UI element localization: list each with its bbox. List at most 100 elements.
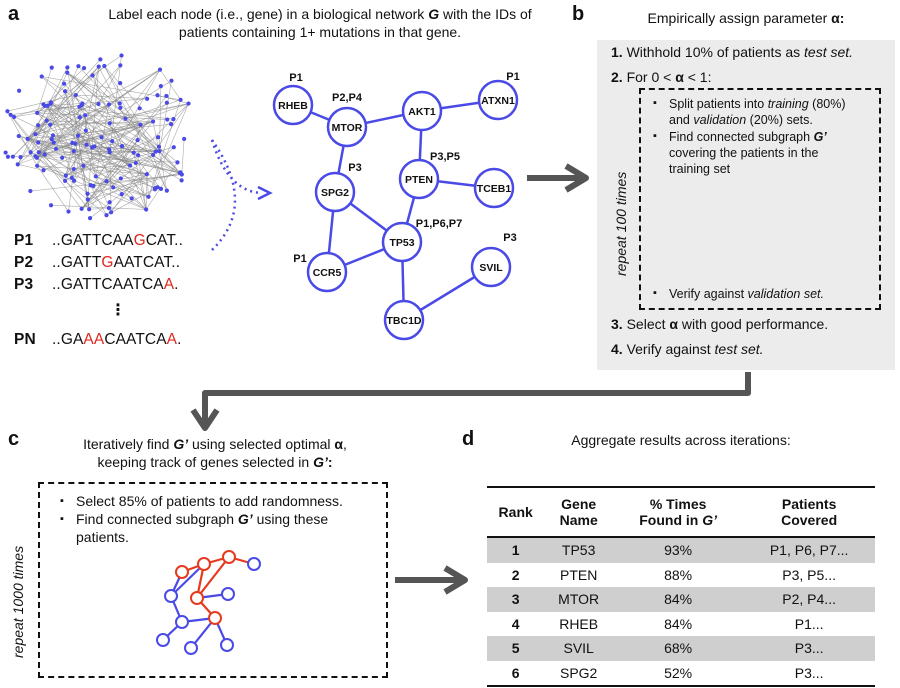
hairball-node (80, 101, 85, 106)
panel-a-caption: Label each node (i.e., gene) in a biolog… (108, 6, 532, 40)
hairball-edge (27, 138, 136, 164)
hairball-node (85, 197, 90, 202)
hairball-node (65, 70, 70, 75)
subgraph-edge (196, 556, 230, 599)
subgraph-node (222, 550, 236, 564)
hairball-node (179, 178, 184, 183)
hairball-edge (38, 121, 154, 126)
hairball-edge (109, 151, 162, 190)
hairball-edge (12, 66, 99, 157)
hairball-edge (67, 72, 160, 152)
hairball-edge (85, 114, 154, 156)
hairball-node (48, 122, 53, 127)
hairball-node (41, 168, 46, 173)
hairball-node (88, 182, 93, 188)
hairball-edge (72, 106, 80, 143)
hairball-edge (65, 124, 141, 176)
hairball-node (106, 102, 112, 107)
hairball-node (155, 135, 161, 140)
hairball-edge (10, 104, 82, 116)
hairball-node (60, 155, 65, 160)
hairball-node (102, 63, 107, 69)
subgraph-edge (170, 563, 205, 597)
hairball-node (75, 133, 81, 138)
step-3: 3. Select α with good performance. (611, 316, 829, 332)
hairball-edge (30, 66, 99, 153)
hairball-node (186, 101, 191, 106)
hairball-edge (35, 155, 178, 163)
hairball-node (49, 136, 54, 142)
hairball-node (42, 152, 47, 157)
dotted-arrow-head (257, 185, 273, 201)
hairball-node (164, 100, 169, 105)
hairball-node (104, 213, 109, 218)
hairball-edge (35, 103, 189, 135)
hairball-node (123, 116, 128, 121)
hairball-edge (36, 67, 53, 113)
arrow-b-to-c-head (190, 408, 220, 431)
hairball-node (158, 186, 164, 191)
repeat-1000-label: repeat 1000 times (10, 545, 26, 658)
hairball-node (135, 138, 140, 143)
hairball-edge (41, 76, 160, 152)
step-1: 1. Withhold 10% of patients as test set. (611, 44, 854, 60)
hairball-node (169, 78, 174, 83)
hairball-node (164, 188, 169, 193)
repeat-1000-box (38, 482, 388, 678)
hairball-node (48, 101, 53, 106)
hairball-node (144, 172, 149, 177)
hairball-edge (110, 103, 189, 213)
arrow-b-to-c (202, 372, 751, 423)
hairball-node (35, 163, 40, 168)
hairball-node (90, 145, 95, 150)
hairball-node (77, 104, 82, 109)
hairball-edge (17, 135, 54, 165)
patient-tag: P3 (348, 162, 361, 174)
hairball-node (144, 207, 149, 212)
hairball-edge (152, 121, 168, 191)
hairball-node (107, 200, 112, 205)
hairball-edge (44, 103, 189, 155)
hairball-edge (47, 105, 149, 198)
hairball-node (51, 140, 56, 145)
hairball-edge (75, 94, 114, 188)
arrow-c-to-d-head (443, 565, 468, 595)
hairball-node (65, 65, 70, 70)
hairball-edge (79, 106, 182, 175)
hairball-node (151, 152, 156, 158)
arrow-a-to-b-head (564, 163, 589, 193)
hairball-edge (94, 146, 148, 175)
hairball-node (118, 80, 123, 86)
hairball-node (90, 73, 95, 78)
hairball-node (10, 154, 15, 159)
hairball-node (62, 89, 68, 94)
sequence-row: PN..GAAACAATCAA. (14, 331, 182, 348)
hairball-node (79, 206, 84, 211)
hairball-node (93, 174, 98, 179)
hairball-node (110, 138, 115, 144)
patient-tag: P3 (503, 232, 516, 244)
subgraph-node (247, 557, 261, 571)
hairball-node (111, 185, 116, 190)
hairball-edge (109, 123, 147, 210)
hairball-node (169, 122, 174, 127)
hairball-node (76, 64, 81, 69)
patient-tag: P3,P5 (430, 151, 460, 163)
hairball-edge (98, 66, 126, 119)
step-2: 2. For 0 < α < 1: (611, 69, 712, 85)
hairball-node (155, 93, 160, 98)
gene-node (477, 79, 519, 121)
panel-d-title: Aggregate results across iterations: (571, 432, 791, 448)
hairball-edge (36, 165, 69, 212)
hairball-node (41, 102, 46, 107)
gene-node (401, 90, 443, 132)
hairball-edge (89, 173, 148, 219)
hairball-edge (81, 173, 148, 210)
hairball-node (28, 150, 33, 155)
hairball-node (150, 119, 156, 124)
gene-node (381, 221, 423, 263)
